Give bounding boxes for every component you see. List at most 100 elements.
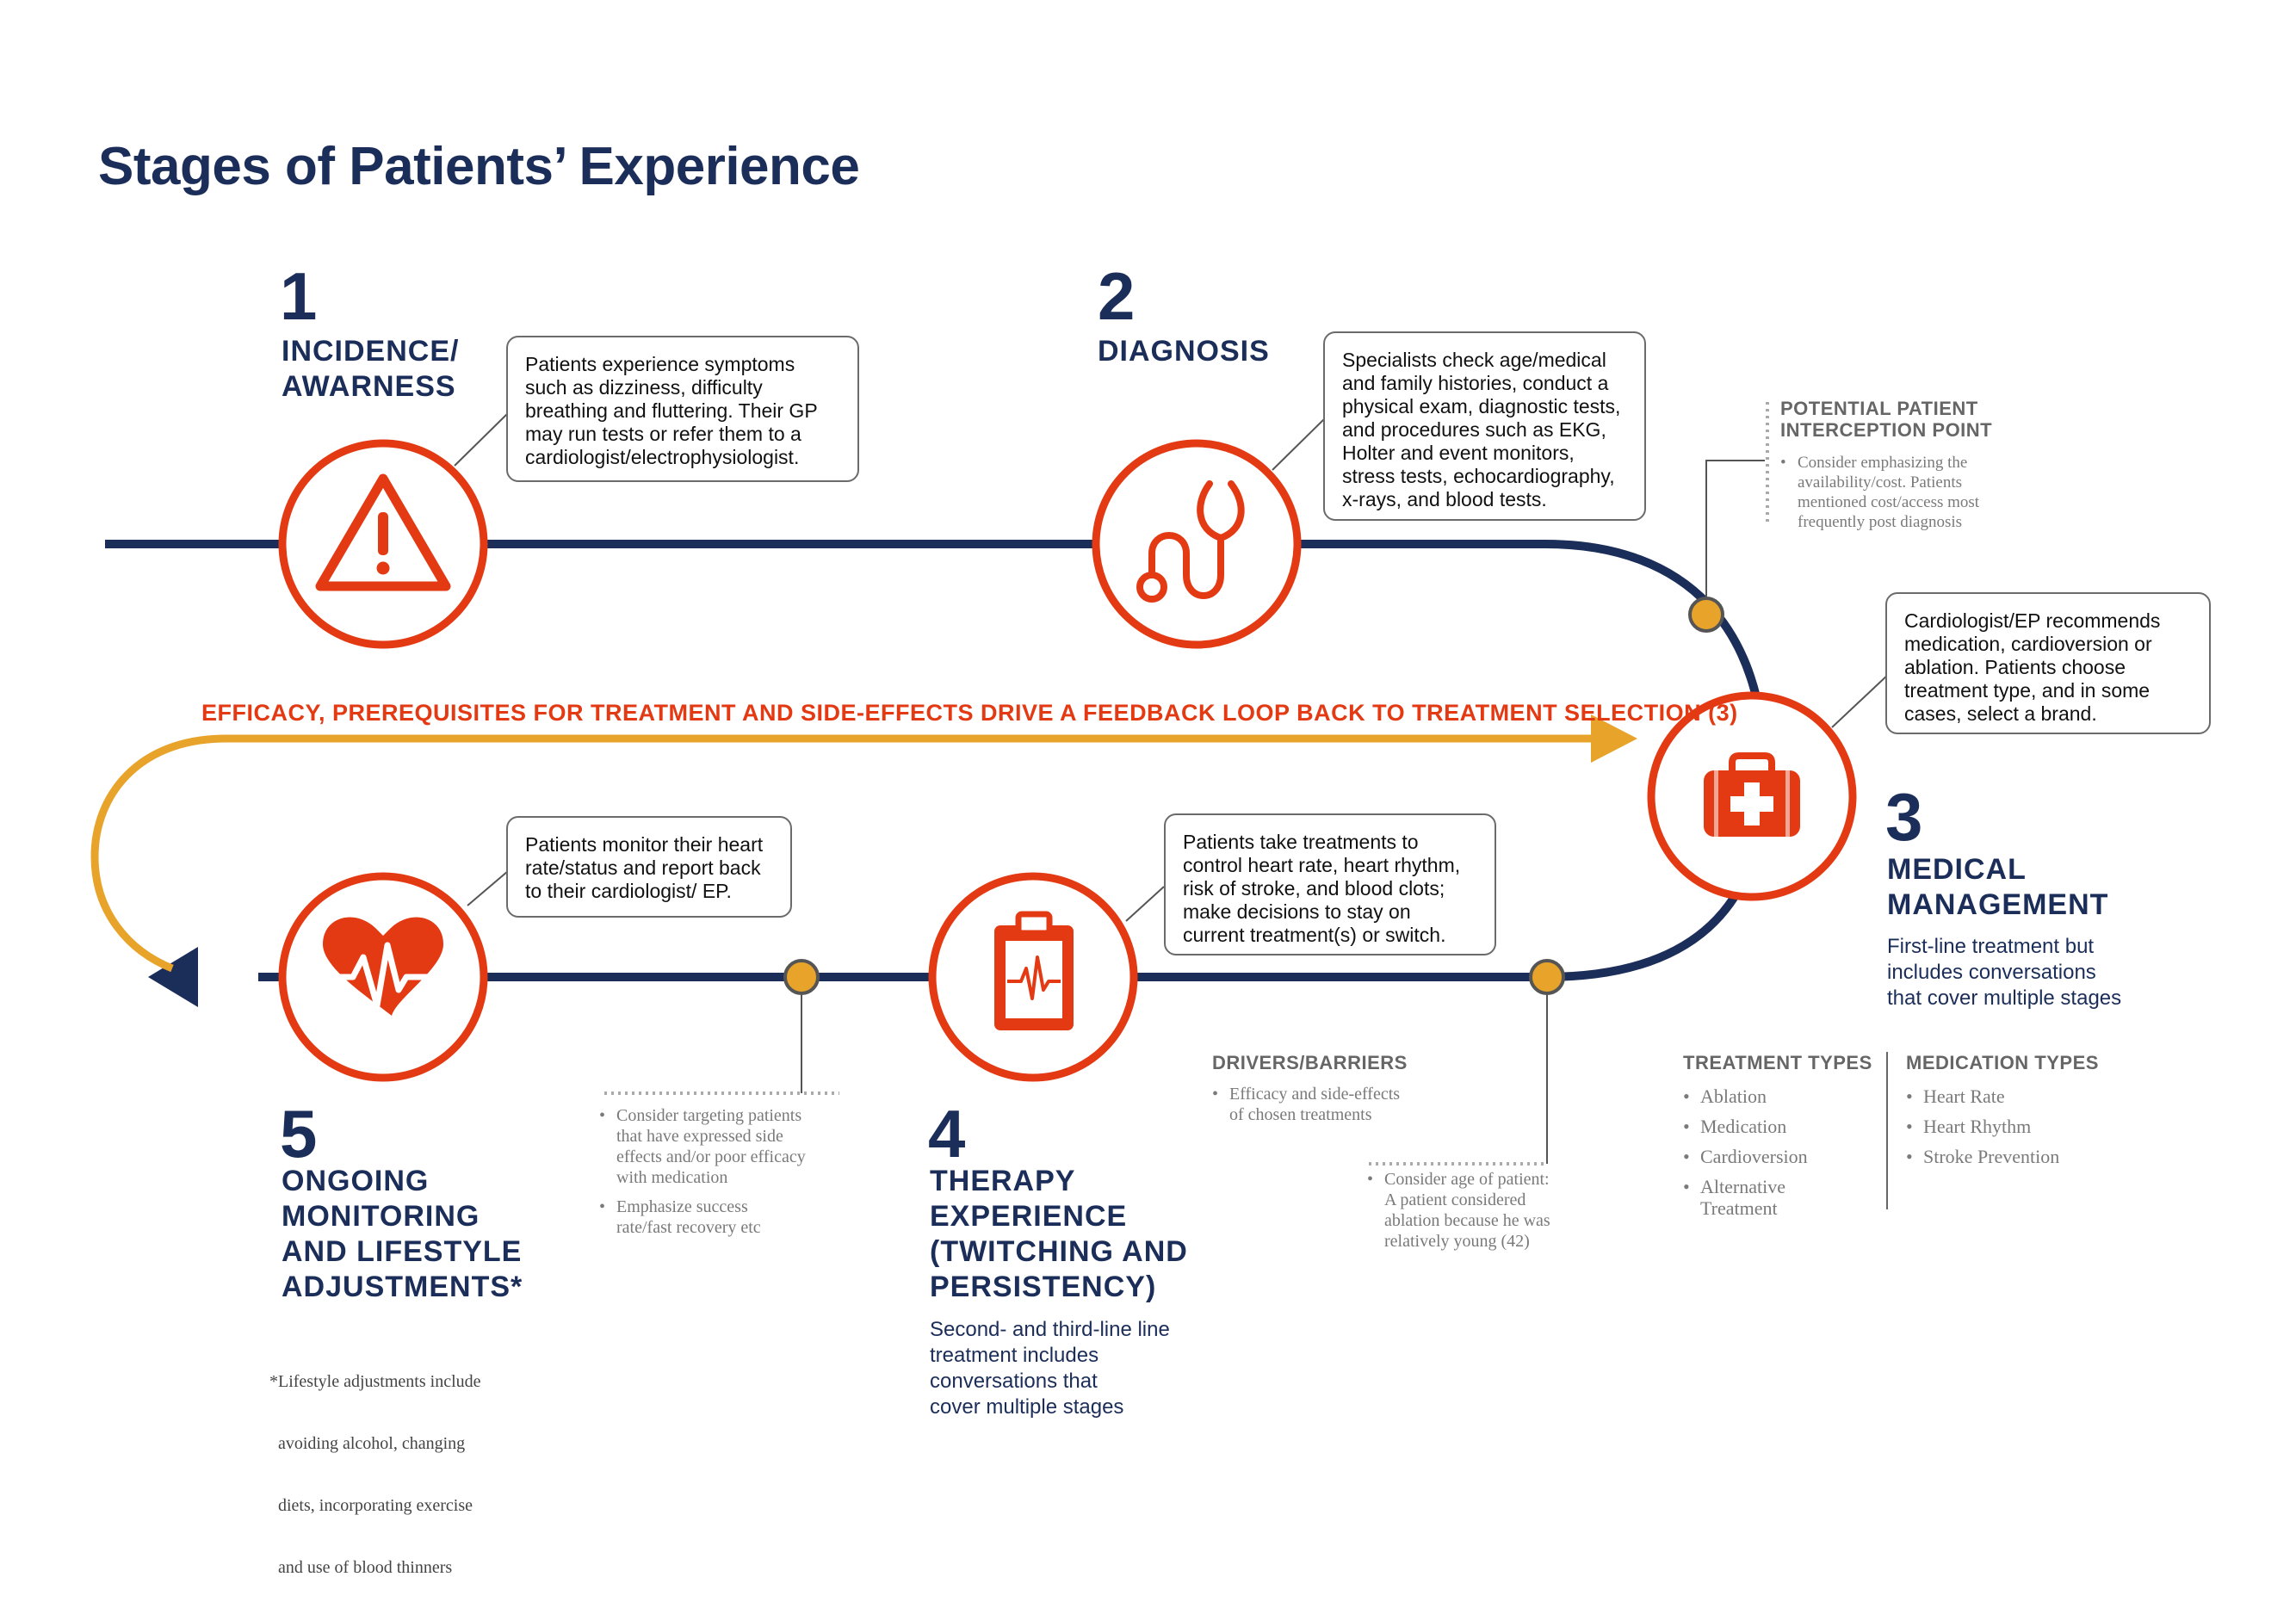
bullet-line: Consider emphasizing the (1798, 454, 1968, 472)
callout-line: and procedures such as EKG, (1342, 418, 1606, 441)
callout-line: such as dizziness, difficulty (525, 376, 763, 399)
callout-line: cases, select a brand. (1904, 702, 2097, 725)
stage-4-subtitle-line: treatment includes (930, 1344, 1099, 1367)
stage-5-title-line: MONITORING (282, 1200, 480, 1233)
stage-5-callout: Patients monitor their heart rate/status… (506, 816, 792, 918)
callout-line: to their cardiologist/ EP. (525, 880, 732, 902)
interception-heading: POTENTIAL PATIENT INTERCEPTION POINT (1780, 398, 1992, 441)
bullet-line: Consider targeting patients (616, 1106, 802, 1125)
interception-leader-1 (1705, 460, 1765, 603)
callout-line: Specialists check age/medical (1342, 349, 1606, 371)
stage-2-circle (1092, 439, 1302, 649)
stage-4-subtitle-line: cover multiple stages (930, 1395, 1124, 1419)
interception-heading-line: INTERCEPTION POINT (1780, 419, 1993, 441)
stage-4-number: 4 (928, 1096, 966, 1172)
callout-line: Cardiologist/EP recommends (1904, 609, 2161, 632)
callout-line: rate/status and report back (525, 856, 761, 879)
stage-4-title-line: PERSISTENCY) (930, 1271, 1157, 1303)
interception-note: POTENTIAL PATIENT INTERCEPTION POINT Con… (1780, 398, 1992, 535)
medication-types: MEDICATION TYPES Heart Rate Heart Rhythm… (1906, 1052, 2099, 1176)
medication-types-list: Heart Rate Heart Rhythm Stroke Preventio… (1906, 1085, 2099, 1167)
bullet-line: A patient considered (1384, 1190, 1526, 1209)
bullet-line: rate/fast recovery etc (616, 1218, 761, 1237)
age-note: Consider age of patient: A patient consi… (1367, 1169, 1550, 1260)
warning-triangle-icon (315, 473, 451, 591)
stage-1-title: INCIDENCE/ AWARNESS (282, 334, 459, 405)
stage-4-title-line: (TWITCHING AND (930, 1235, 1188, 1268)
medication-types-heading: MEDICATION TYPES (1906, 1052, 2099, 1073)
bullet-line: Emphasize success (616, 1197, 748, 1216)
callout-line: may run tests or refer them to a (525, 423, 801, 445)
stage-5-title: ONGOING MONITORING AND LIFESTYLE ADJUSTM… (282, 1164, 523, 1305)
feedback-loop-path (90, 734, 1601, 973)
footnote-line: avoiding alcohol, changing (269, 1434, 466, 1453)
bullet-line: Efficacy and side-effects (1229, 1085, 1401, 1104)
first-aid-kit-icon (1704, 752, 1800, 837)
connector-3 (1831, 672, 1891, 728)
stage-5-number: 5 (280, 1096, 318, 1172)
feedback-loop-label: EFFICACY, PREREQUISITES FOR TREATMENT AN… (201, 700, 1738, 726)
callout-line: risk of stroke, and blood clots; (1183, 877, 1445, 900)
stage-5-circle (278, 872, 488, 1082)
stage-4-subtitle-line: Second- and third-line line (930, 1318, 1170, 1341)
stage-2-number: 2 (1098, 258, 1136, 334)
stage-4-subtitle: Second- and third-line line treatment in… (930, 1317, 1170, 1420)
callout-line: Patients experience symptoms (525, 353, 795, 375)
callout-line: stress tests, echocardiography, (1342, 465, 1615, 487)
stage-1-number: 1 (280, 258, 318, 334)
stethoscope-icon (1136, 480, 1245, 603)
callout-line: control heart rate, heart rhythm, (1183, 854, 1461, 876)
callout-line: medication, cardioversion or (1904, 633, 2152, 655)
stage-4-title-line: THERAPY (930, 1165, 1076, 1197)
connector-1 (454, 412, 509, 467)
callout-line: breathing and fluttering. Their GP (525, 399, 818, 422)
callout-line: Holter and event monitors, (1342, 442, 1575, 464)
interception-point-3 (783, 959, 820, 995)
interception-point-2 (1529, 959, 1565, 995)
stage-2-callout: Specialists check age/medical and family… (1323, 331, 1646, 521)
callout-line: current treatment(s) or switch. (1183, 924, 1446, 946)
stage-3-callout: Cardiologist/EP recommends medication, c… (1885, 592, 2211, 734)
drivers-bullet: Efficacy and side-effects of chosen trea… (1212, 1084, 1408, 1125)
bullet-line: availability/cost. Patients (1798, 473, 1963, 492)
bullet-line: Consider age of patient: (1384, 1170, 1550, 1189)
drivers-bullets: Efficacy and side-effects of chosen trea… (1212, 1084, 1408, 1125)
interception-bullet: Consider emphasizing the availability/co… (1780, 453, 1992, 532)
footnote-line: and use of blood thinners (269, 1558, 453, 1577)
callout-line: make decisions to stay on (1183, 900, 1411, 923)
stage-2-title-line: DIAGNOSIS (1098, 335, 1270, 368)
drivers-barriers: DRIVERS/BARRIERS Efficacy and side-effec… (1212, 1052, 1408, 1134)
interception-heading-line: POTENTIAL PATIENT (1780, 398, 1978, 419)
stage-4-title-line: EXPERIENCE (930, 1200, 1128, 1233)
stage-4-circle (928, 872, 1138, 1082)
connector-4 (1125, 886, 1165, 922)
stage-5-title-line: AND LIFESTYLE (282, 1235, 523, 1268)
callout-line: x-rays, and blood tests. (1342, 488, 1547, 510)
footnote-line: diets, incorporating exercise (269, 1496, 473, 1515)
stage-4-callout: Patients take treatments to control hear… (1164, 813, 1496, 955)
bullet-line: that have expressed side (616, 1127, 783, 1146)
stage-3-title-line: MEDICAL (1887, 853, 2027, 886)
age-note-bullets: Consider age of patient: A patient consi… (1367, 1169, 1550, 1252)
medication-type-item: Stroke Prevention (1906, 1146, 2099, 1167)
stage-5-footnote: *Lifestyle adjustments include avoiding … (269, 1330, 481, 1599)
callout-line: treatment type, and in some (1904, 679, 2151, 702)
connector-2 (1272, 417, 1327, 471)
connector-5 (467, 870, 509, 906)
callout-line: Patients take treatments to (1183, 831, 1419, 853)
stage-3-title: MEDICAL MANAGEMENT (1887, 852, 2108, 923)
stage-1-title-line: AWARNESS (282, 370, 456, 403)
stage-2-title: DIAGNOSIS (1098, 334, 1270, 369)
targeting-note-bullets: Consider targeting patients that have ex… (599, 1105, 806, 1238)
treatment-types-heading: TREATMENT TYPES (1683, 1052, 1872, 1073)
stage-5-title-line: ADJUSTMENTS* (282, 1271, 523, 1303)
callout-line: ablation. Patients choose (1904, 656, 2126, 678)
bullet-line: frequently post diagnosis (1798, 513, 1963, 531)
stage-4-subtitle-line: conversations that (930, 1370, 1098, 1393)
interception-bullets: Consider emphasizing the availability/co… (1780, 453, 1992, 532)
treatment-types: TREATMENT TYPES Ablation Medication Card… (1683, 1052, 1872, 1228)
page-title: Stages of Patients’ Experience (98, 137, 860, 196)
medication-type-item: Heart Rate (1906, 1085, 2099, 1107)
treatment-type-item: Ablation (1683, 1085, 1872, 1107)
targeting-note-bullet: Emphasize success rate/fast recovery etc (599, 1197, 806, 1238)
